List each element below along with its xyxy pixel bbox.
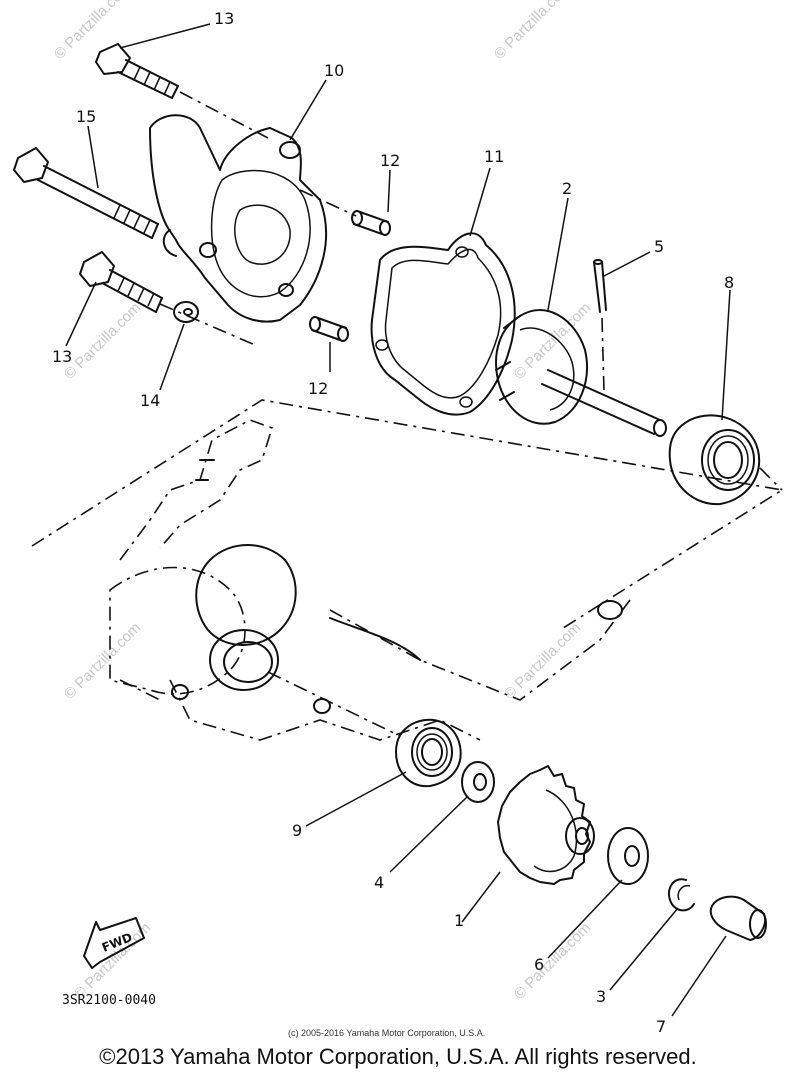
watermark: © Partzilla.com — [61, 299, 144, 382]
dowel-pin-12-upper — [351, 210, 391, 236]
leader-dash — [299, 189, 357, 217]
callout-14: 14 — [140, 391, 160, 410]
watermark: © Partzilla.com — [491, 0, 574, 63]
washer-4 — [461, 761, 495, 803]
callout-6: 6 — [534, 955, 544, 974]
leader-dash — [759, 467, 783, 491]
crankcase-outline — [31, 399, 785, 741]
callout-7: 7 — [656, 1017, 666, 1036]
pump-housing-10 — [149, 114, 328, 323]
bearing-9 — [395, 718, 462, 788]
watermark: © Partzilla.com — [511, 919, 594, 1002]
watermark: © Partzilla.com — [61, 619, 144, 702]
bearing-8 — [668, 414, 761, 506]
washer-6 — [607, 827, 649, 885]
leader-dash — [267, 671, 401, 737]
impeller-shaft-2 — [495, 309, 667, 437]
pin-5 — [593, 259, 607, 313]
callout-9: 9 — [292, 821, 302, 840]
callout-leaders — [65, 23, 731, 1017]
callout-8: 8 — [724, 273, 734, 292]
watermarks: © Partzilla.com © Partzilla.com © Partzi… — [51, 0, 594, 1003]
bolt-13-lower — [79, 251, 163, 313]
callout-12-upper: 12 — [380, 151, 400, 170]
watermark: © Partzilla.com — [51, 0, 134, 63]
callout-1: 1 — [454, 911, 464, 930]
callout-labels: 13 10 15 12 11 2 5 8 13 14 12 9 4 1 6 3 … — [52, 9, 734, 1036]
callout-10: 10 — [324, 61, 344, 80]
circlip-3 — [668, 878, 695, 912]
gear-1 — [497, 765, 595, 885]
collar-7 — [709, 895, 767, 941]
dowel-pin-12-lower — [309, 316, 349, 342]
diagram-code: 3SR2100-0040 — [62, 993, 156, 1008]
bolt-15 — [13, 147, 159, 239]
callout-15: 15 — [76, 107, 96, 126]
callout-5: 5 — [654, 237, 664, 256]
callout-4: 4 — [374, 873, 384, 892]
leader-dash — [179, 91, 269, 139]
callout-13-lower: 13 — [52, 347, 72, 366]
watermark: © Partzilla.com — [501, 619, 584, 702]
callout-11: 11 — [484, 147, 504, 166]
callout-13-top: 13 — [214, 9, 234, 28]
leader-dash — [159, 303, 256, 346]
washer-14 — [173, 301, 199, 323]
gasket-11 — [370, 232, 516, 416]
bolt-13-top — [95, 43, 179, 99]
callout-2: 2 — [562, 179, 572, 198]
copyright-footer: ©2013 Yamaha Motor Corporation, U.S.A. A… — [99, 1044, 697, 1069]
callout-12-lower: 12 — [308, 379, 328, 398]
small-copyright: (c) 2005-2016 Yamaha Motor Corporation, … — [288, 1028, 485, 1038]
leader-dash — [601, 317, 605, 393]
callout-3: 3 — [596, 987, 606, 1006]
